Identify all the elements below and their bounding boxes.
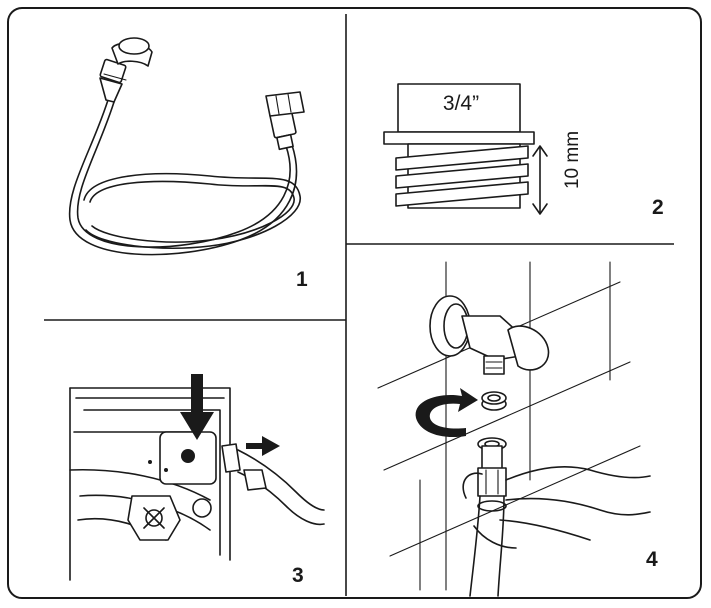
panel-4-number: 4 xyxy=(646,548,658,571)
tap-connection-icon xyxy=(429,295,651,597)
height-label: 10 mm xyxy=(562,131,583,189)
panel-2-number: 2 xyxy=(652,196,664,219)
machine-inlet-icon xyxy=(69,387,325,581)
panel-4-tap-connection: 4 xyxy=(377,261,658,597)
right-arrow-icon xyxy=(246,436,280,456)
threaded-fitting-icon xyxy=(383,83,548,215)
inlet-hose-icon xyxy=(68,37,305,256)
thread-size-label: 3/4” xyxy=(443,92,479,115)
panel-2-fitting: 3/4” 10 mm 2 xyxy=(383,83,664,219)
rotation-arrow-icon xyxy=(415,388,478,438)
panel-1-hose: 1 xyxy=(68,37,308,291)
panel-3-machine-inlet: 3 xyxy=(69,374,325,587)
panel-1-number: 1 xyxy=(296,268,308,291)
panel-3-number: 3 xyxy=(292,564,304,587)
down-arrow-icon xyxy=(180,374,214,440)
